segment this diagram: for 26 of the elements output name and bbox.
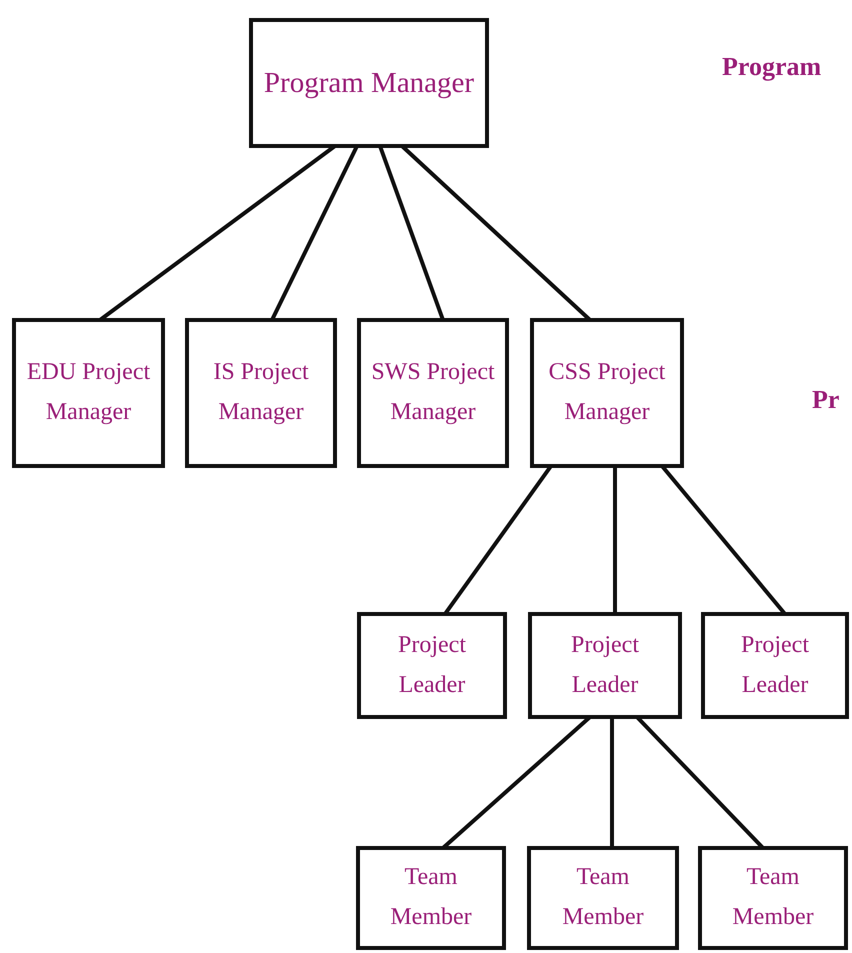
org-box [357, 318, 509, 468]
org-box [698, 846, 848, 950]
side-heading: Pr [812, 385, 840, 415]
role-text: Program Manager [264, 66, 474, 101]
org-box [528, 612, 682, 719]
role-text: SWS Project Manager [370, 358, 496, 427]
role-text: Project Leader [740, 630, 810, 700]
org-box [530, 318, 684, 468]
role-text: Team Member [561, 863, 645, 932]
org-box [12, 318, 165, 468]
org-box [249, 18, 489, 148]
org-box [185, 318, 337, 468]
org-box [356, 846, 506, 950]
role-text: Team Member [731, 863, 815, 932]
org-box [527, 846, 679, 950]
org-box [701, 612, 849, 719]
connector-line [610, 717, 614, 848]
role-text: IS Project Manager [212, 358, 310, 427]
role-text: Project Leader [397, 630, 467, 700]
role-text: EDU Project Manager [26, 358, 152, 427]
role-text: Project Leader [570, 630, 640, 700]
role-text: Team Member [389, 863, 473, 932]
org-box [357, 612, 507, 719]
side-heading: Program [722, 52, 822, 82]
connector-line [613, 466, 617, 614]
role-text: CSS Project Manager [548, 358, 666, 427]
